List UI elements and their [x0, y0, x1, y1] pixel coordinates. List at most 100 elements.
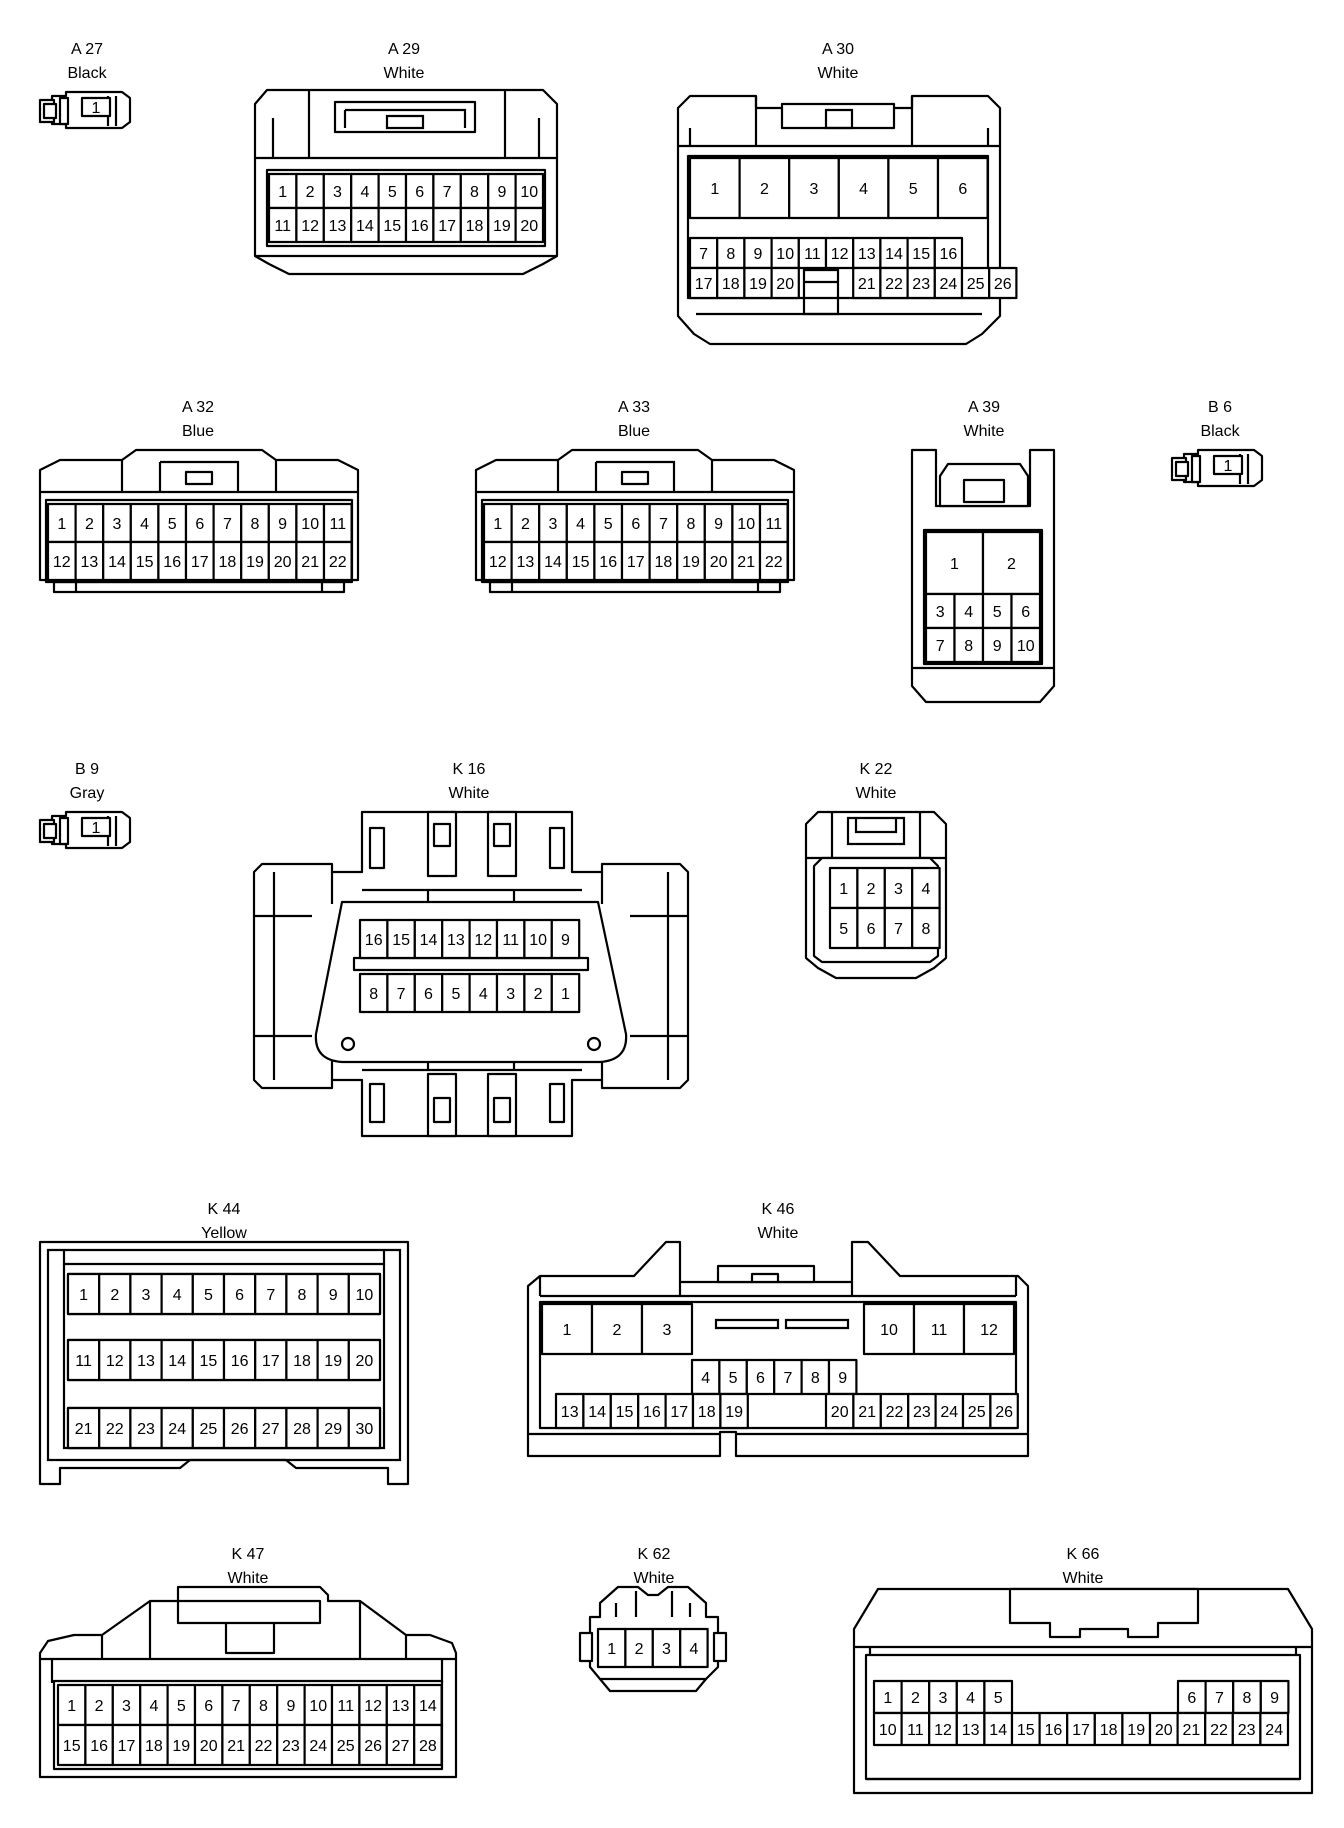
pin-cell: 13: [554, 1392, 585, 1430]
pin-cell: 9: [1259, 1679, 1290, 1715]
pin-cell: 16: [157, 540, 188, 582]
pin-cell: 5: [157, 502, 188, 544]
pin-number: 6: [204, 1698, 213, 1715]
pin-number: 13: [561, 1404, 579, 1421]
pin-cell: 3: [928, 1679, 958, 1715]
pin-cell: 10: [731, 502, 762, 544]
pin-cell: 17: [432, 206, 462, 244]
pin-number: 6: [867, 921, 876, 938]
pin-cell: 8: [800, 1358, 831, 1396]
pin-number: 13: [329, 218, 347, 235]
pin-cell: 12: [295, 206, 325, 244]
connector-id-a-32: A 32: [181, 399, 215, 416]
pin-cell: 11: [797, 236, 828, 270]
pin-cell: 14: [413, 1683, 443, 1727]
pin-number: 13: [81, 554, 99, 571]
pin-cell: 21: [731, 540, 762, 582]
pin-cell: 4: [565, 502, 596, 544]
pin-number: 14: [588, 1404, 606, 1421]
pin-cell: 4: [837, 156, 890, 220]
pin-cell: 10: [770, 236, 800, 270]
pin-number: 24: [940, 276, 958, 293]
pin-cell: 1: [828, 866, 859, 910]
pin-cell: 4: [350, 172, 380, 210]
pin-cell: 29: [316, 1406, 350, 1450]
pin-cell: 19: [743, 266, 773, 300]
pin-cell: 12: [468, 918, 499, 960]
pin-number: 9: [754, 246, 763, 263]
pin-number: 20: [776, 276, 794, 293]
pin-number: 11: [931, 1322, 948, 1339]
pin-number: 8: [470, 184, 479, 201]
pin-cell: 24: [303, 1723, 334, 1767]
pin-cell: 12: [98, 1338, 132, 1382]
pin-number: 17: [191, 554, 209, 571]
pin-number: 6: [1021, 604, 1030, 621]
pin-cell: 9: [316, 1272, 350, 1316]
pin-cell: 12: [46, 540, 77, 582]
pin-number: 2: [95, 1698, 104, 1715]
pin-cell: 4: [690, 1358, 721, 1396]
pin-cell: 10: [872, 1711, 903, 1747]
pin-number: 21: [227, 1738, 245, 1755]
pin-cell: 3: [129, 1272, 163, 1316]
pin-number: 15: [912, 246, 930, 263]
pin-cell: 23: [276, 1723, 306, 1767]
pin-number: 4: [921, 881, 930, 898]
pin-cell: 9: [276, 1683, 306, 1727]
pin-number: 20: [200, 1738, 218, 1755]
pin-cell: 1: [924, 530, 985, 596]
pin-cell: 7: [386, 972, 416, 1014]
pin-cell: 11: [900, 1711, 931, 1747]
connector-id-k-46: K 46: [761, 1201, 795, 1218]
pin-number: 9: [714, 516, 723, 533]
pin-cell: 13: [510, 540, 541, 582]
pin-cell: 4: [955, 1679, 986, 1715]
pin-number: 4: [576, 516, 585, 533]
pin-number: 1: [79, 1287, 88, 1304]
pin-cell: 7: [1204, 1679, 1235, 1715]
pin-cell: 5: [377, 172, 408, 210]
pin-number: 10: [880, 1322, 898, 1339]
pin-number: 5: [388, 184, 397, 201]
connector-id-a-29: A 29: [387, 41, 421, 58]
pin-cell: 18: [716, 266, 746, 300]
pin-cell: 14: [160, 1338, 194, 1382]
pin-number: 1: [950, 556, 959, 573]
pin-cell: 2: [74, 502, 105, 544]
pin-cell: 15: [377, 206, 408, 244]
pin-cell: 18: [212, 540, 243, 582]
pin-cell: 12: [928, 1711, 958, 1747]
pin-cell: 21: [852, 266, 882, 300]
pin-number: 24: [309, 1738, 327, 1755]
pin-cell: 3: [538, 502, 568, 544]
pin-number: 1: [839, 881, 848, 898]
pin-number: 7: [699, 246, 708, 263]
connector-color-a-30: White: [817, 65, 859, 82]
pin-cell: 22: [322, 540, 353, 582]
pin-number: 18: [722, 276, 740, 293]
pin-number: 2: [306, 184, 315, 201]
pin-number: 4: [701, 1370, 710, 1387]
pin-number: 18: [293, 1353, 311, 1370]
connector-color-k-44: Yellow: [201, 1225, 247, 1242]
pin-number: 7: [1215, 1690, 1224, 1707]
pin-cell: 8: [248, 1683, 279, 1727]
pin-cell: 15: [129, 540, 160, 582]
pin-number: 21: [75, 1421, 93, 1438]
pin-number: 23: [137, 1421, 155, 1438]
pin-cell: 9: [743, 236, 773, 270]
pin-cell: 25: [960, 266, 991, 300]
pin-cell: 14: [413, 918, 444, 960]
pin-cell: 21: [221, 1723, 251, 1767]
pin-cell: 11: [758, 502, 789, 544]
pin-cell: 10: [523, 918, 553, 960]
pin-number: 11: [337, 1698, 354, 1715]
pin-number: 1: [1224, 458, 1233, 475]
connector-id-a-39: A 39: [967, 399, 1001, 416]
pin-number: 18: [698, 1404, 716, 1421]
pin-cell: 3: [111, 1683, 142, 1727]
connector-a-27: 1: [38, 90, 132, 130]
pin-cell: 16: [358, 918, 389, 960]
